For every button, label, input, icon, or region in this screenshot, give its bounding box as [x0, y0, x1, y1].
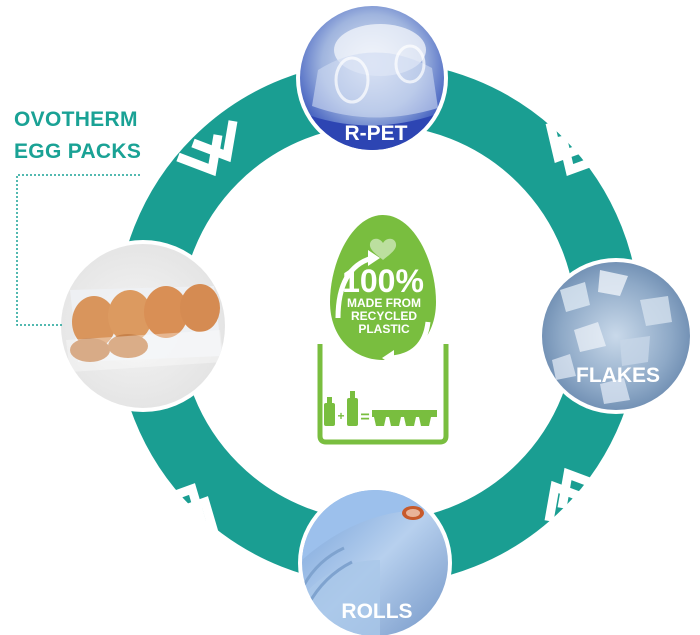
egg-shape: [330, 215, 436, 360]
chevron-icon-top-left: [176, 120, 238, 177]
node-label-rpet: R-PET: [345, 122, 408, 145]
egg-tray-icon: [372, 410, 437, 426]
egg-packs-label: OVOTHERM EGG PACKS: [14, 104, 141, 168]
chevron-arrows: [157, 120, 605, 538]
chevron-icon-bottom-right: [544, 467, 602, 522]
logo-line1: MADE FROM: [347, 296, 421, 310]
chevron-icon-top-right: [545, 121, 605, 176]
tray-outline: [317, 344, 449, 445]
logo-equals: =: [360, 409, 369, 426]
logo-line2: RECYCLED: [351, 309, 417, 323]
logo-line3: PLASTIC: [358, 322, 410, 336]
bottle-icon-2: [347, 391, 358, 426]
node-rpet: R-PET: [296, 2, 448, 154]
logo-percent: 100%: [342, 263, 424, 299]
node-label-flakes: FLAKES: [576, 364, 660, 387]
egg-packs-label-line2: EGG PACKS: [14, 140, 142, 163]
recycle-arrow-icon: [335, 255, 373, 319]
node-rolls: ROLLS: [298, 486, 452, 635]
logo-plus: +: [337, 409, 344, 423]
node-flakes: FLAKES: [538, 258, 694, 414]
node-egg-packs: [57, 240, 229, 412]
recycled-plastic-logo: 100% MADE FROM RECYCLED PLASTIC + =: [317, 215, 449, 445]
heart-icon: [369, 238, 397, 260]
egg-packs-label-line1: OVOTHERM: [14, 108, 138, 131]
chevron-icon-bottom-left: [157, 483, 220, 538]
bottle-icon-1: [324, 397, 335, 426]
node-label-rolls: ROLLS: [341, 600, 412, 623]
label-connector: [16, 174, 140, 326]
